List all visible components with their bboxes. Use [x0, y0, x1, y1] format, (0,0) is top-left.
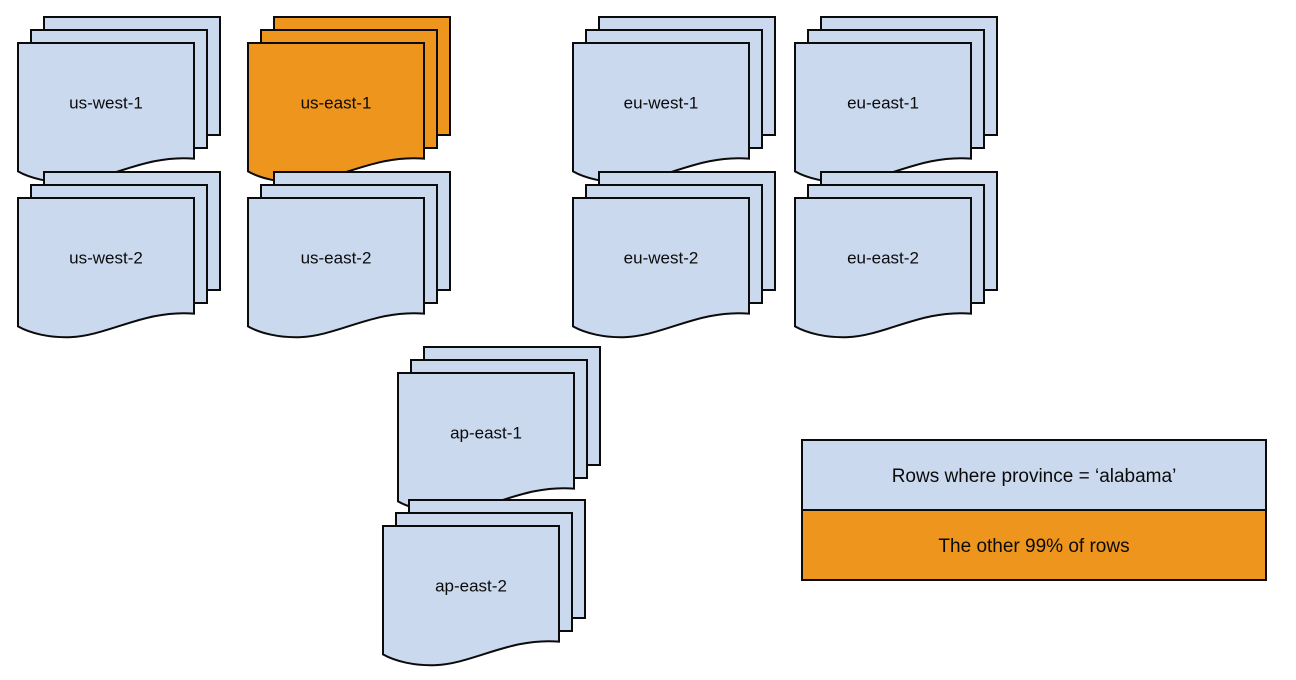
legend-label-legend-rows-alabama: Rows where province = ‘alabama’: [892, 466, 1177, 487]
document-sheet-front-us-east-2: [247, 197, 425, 339]
document-stack-eu-west-1[interactable]: eu-west-1: [572, 16, 776, 184]
document-sheet-front-eu-east-2: [794, 197, 972, 339]
document-sheet-front-eu-east-1: [794, 42, 972, 184]
document-stack-label-eu-east-2: eu-east-2: [847, 248, 919, 267]
document-stack-label-ap-east-2: ap-east-2: [435, 576, 507, 595]
document-sheet-front-us-west-2: [17, 197, 195, 339]
legend-row-legend-other-rows: The other 99% of rows: [801, 509, 1267, 581]
document-stack-label-eu-west-2: eu-west-2: [624, 248, 699, 267]
document-sheet-front-ap-east-2: [382, 525, 560, 667]
document-sheet-front-us-west-1: [17, 42, 195, 184]
document-stack-us-west-2[interactable]: us-west-2: [17, 171, 221, 339]
document-stack-label-us-east-1: us-east-1: [301, 93, 372, 112]
document-stack-us-east-1[interactable]: us-east-1: [247, 16, 451, 184]
document-stack-label-ap-east-1: ap-east-1: [450, 423, 522, 442]
document-sheet-front-eu-west-1: [572, 42, 750, 184]
document-stack-label-us-west-1: us-west-1: [69, 93, 143, 112]
document-stack-eu-west-2[interactable]: eu-west-2: [572, 171, 776, 339]
document-stack-us-west-1[interactable]: us-west-1: [17, 16, 221, 184]
legend-group: Rows where province = ‘alabama’ The other…: [801, 439, 1267, 581]
document-stack-label-eu-west-1: eu-west-1: [624, 93, 699, 112]
document-stack-ap-east-1[interactable]: ap-east-1: [397, 346, 601, 514]
document-stacks-group: us-west-1 us-east-1 eu-west-1 eu-east-1 us-w…: [17, 16, 998, 667]
document-stack-eu-east-1[interactable]: eu-east-1: [794, 16, 998, 184]
legend-label-legend-other-rows: The other 99% of rows: [938, 536, 1129, 557]
document-stack-label-us-west-2: us-west-2: [69, 248, 143, 267]
document-stack-eu-east-2[interactable]: eu-east-2: [794, 171, 998, 339]
document-sheet-front-eu-west-2: [572, 197, 750, 339]
document-sheet-front-us-east-1: [247, 42, 425, 184]
document-stack-us-east-2[interactable]: us-east-2: [247, 171, 451, 339]
document-stack-ap-east-2[interactable]: ap-east-2: [382, 499, 586, 667]
document-sheet-front-ap-east-1: [397, 372, 575, 514]
legend-row-legend-rows-alabama: Rows where province = ‘alabama’: [801, 439, 1267, 511]
legend-swatch-legend-other-rows: [801, 509, 1267, 581]
legend-swatch-legend-rows-alabama: [801, 439, 1267, 511]
document-stack-label-eu-east-1: eu-east-1: [847, 93, 919, 112]
document-stack-label-us-east-2: us-east-2: [301, 248, 372, 267]
